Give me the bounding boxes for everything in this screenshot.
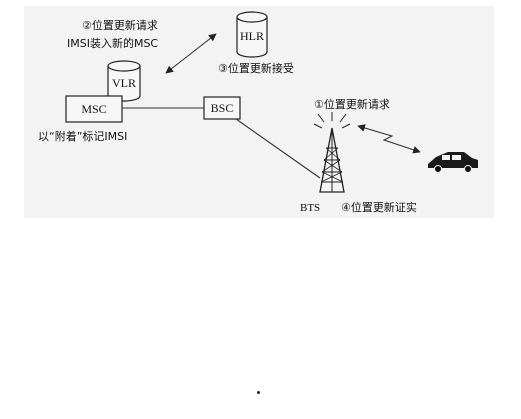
msc-hlr-arrow — [165, 33, 217, 74]
radio-link-arrow — [357, 124, 421, 154]
car-icon — [428, 152, 478, 173]
bsc-label: BSC — [211, 101, 234, 115]
step3-label: ③位置更新接受 — [218, 61, 294, 75]
bts-label: BTS — [300, 202, 320, 214]
vlr-database: VLR — [107, 60, 141, 102]
page-mark — [257, 391, 260, 394]
bsc-node: BSC — [203, 96, 241, 120]
vlr-label: VLR — [112, 76, 136, 90]
msc-node: MSC — [65, 95, 123, 123]
hlr-label: HLR — [240, 29, 264, 43]
step4-label: ④位置更新证实 — [341, 200, 417, 214]
attach-note: 以“附着”标记IMSI — [38, 129, 127, 143]
bsc-bts-link — [235, 118, 321, 179]
bts-tower-icon — [313, 112, 351, 193]
hlr-database: HLR — [236, 11, 268, 58]
step2-label-line2: IMSI装入新的MSC — [67, 36, 158, 50]
step2-label-line1: ②位置更新请求 — [82, 18, 158, 32]
msc-label: MSC — [81, 102, 106, 116]
step1-label: ①位置更新请求 — [314, 97, 390, 111]
